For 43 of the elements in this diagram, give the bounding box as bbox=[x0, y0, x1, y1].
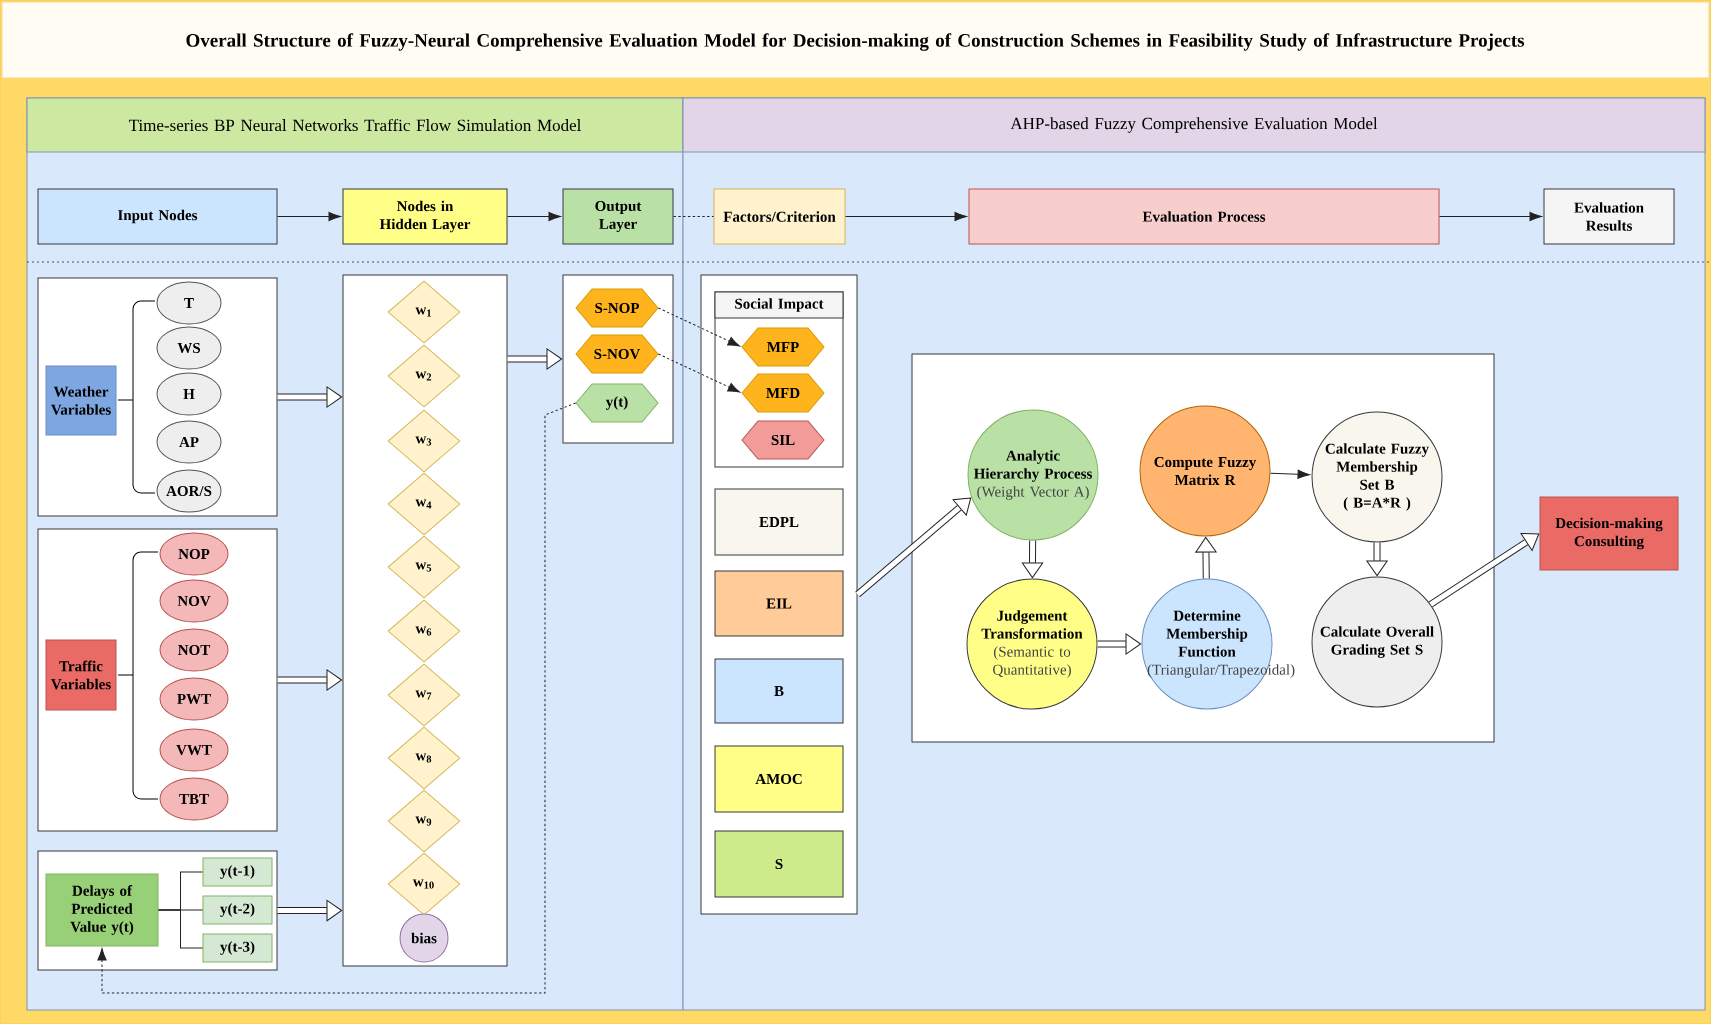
layer-box: Output Layer bbox=[562, 188, 674, 245]
arrow bbox=[277, 899, 343, 922]
result-box: Decision-making Consulting bbox=[1539, 496, 1679, 571]
arrow bbox=[1097, 633, 1142, 655]
output-hexagon: S-NOV bbox=[575, 334, 659, 374]
arrow bbox=[855, 497, 972, 598]
layer-box: Evaluation Results bbox=[1543, 188, 1675, 245]
output-hexagon: S-NOP bbox=[575, 288, 659, 328]
factor-hexagon: MFP bbox=[741, 327, 825, 367]
arrow bbox=[657, 353, 741, 393]
layer-box: Nodes in Hidden Layer bbox=[342, 188, 508, 245]
category-box: Delays of Predicted Value y(t) bbox=[45, 873, 159, 947]
factor-box: AMOC bbox=[714, 745, 844, 813]
arrow bbox=[277, 211, 341, 222]
arrow bbox=[507, 348, 563, 370]
layer-box: Factors/Criterion bbox=[713, 188, 846, 245]
factor-box: EIL bbox=[714, 570, 844, 637]
output-hexagon: y(t) bbox=[575, 383, 659, 423]
arrow bbox=[1428, 532, 1540, 608]
layer-box: Evaluation Process bbox=[968, 188, 1440, 245]
title-banner: Overall Structure of Fuzzy-Neural Comprehensive Evaluation Model for Decision-making of Construction Schemes in Feasibility Study of Infrastructure Projects bbox=[1, 1, 1710, 79]
arrow bbox=[845, 211, 967, 222]
layer-box: Input Nodes bbox=[37, 188, 278, 245]
arrow bbox=[97, 402, 577, 994]
arrow bbox=[277, 669, 343, 691]
factor-hexagon: MFD bbox=[741, 373, 825, 413]
delay-box: y(t-2) bbox=[202, 895, 273, 925]
arrow bbox=[507, 211, 561, 222]
category-box: Traffic Variables bbox=[45, 639, 117, 711]
arrow bbox=[1195, 536, 1217, 579]
arrow bbox=[1269, 469, 1310, 479]
arrow bbox=[657, 307, 741, 347]
arrow bbox=[1021, 540, 1044, 579]
factor-box: B bbox=[714, 658, 844, 724]
delay-box: y(t-1) bbox=[202, 857, 273, 887]
factor-box: EDPL bbox=[714, 488, 844, 556]
factor-box: S bbox=[714, 830, 844, 898]
arrow bbox=[277, 386, 343, 408]
factor-hexagon: SIL bbox=[741, 420, 825, 460]
delay-box: y(t-3) bbox=[202, 933, 273, 963]
arrow bbox=[1439, 211, 1542, 222]
category-box: Weather Variables bbox=[45, 365, 117, 436]
arrow bbox=[1366, 542, 1388, 577]
